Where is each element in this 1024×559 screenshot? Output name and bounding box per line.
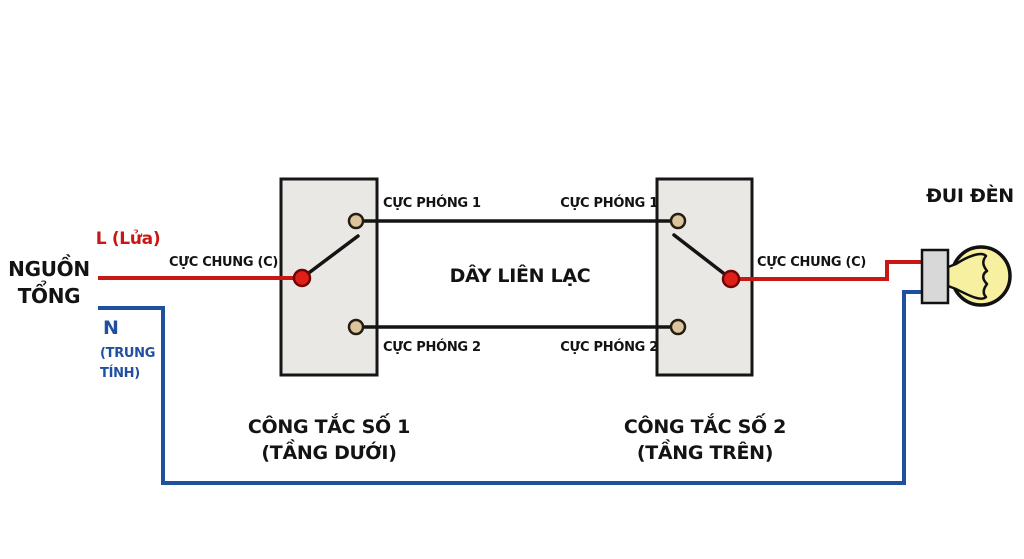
switch1-terminal1: [347, 212, 365, 230]
neutral-wire-label: N: [103, 317, 119, 339]
traveler-wires-label: DÂY LIÊN LẠC: [449, 265, 591, 287]
switch1-lever: [300, 234, 360, 280]
switch2-terminal1: [669, 212, 687, 230]
switch2-caption-line2: (TẦNG TRÊN): [636, 442, 774, 464]
neutral-note-line1: (TRUNG: [100, 346, 156, 361]
neutral-wire-note: (TRUNG TÍNH): [100, 344, 155, 384]
switch2-common-terminal: [721, 269, 741, 289]
switch2-caption-line1: CÔNG TẮC SỐ 2: [623, 416, 787, 438]
switch1-terminal2: [347, 318, 365, 336]
lamp-holder-label: ĐUI ĐÈN: [926, 185, 1014, 207]
switch1-terminal1-label: CỰC PHÓNG 1: [383, 196, 481, 211]
neutral-note-line2: TÍNH): [100, 366, 140, 381]
bulb-filament-funnel: [946, 252, 989, 300]
switch2-caption: CÔNG TẮC SỐ 2 (TẦNG TRÊN): [605, 414, 805, 466]
switch1-common-label: CỰC CHUNG (C): [168, 255, 278, 270]
lamp-socket: [920, 248, 950, 305]
switch2-common-label: CỰC CHUNG (C): [757, 255, 867, 270]
switch2-terminal2: [669, 318, 687, 336]
switch1-terminal2-label: CỰC PHÓNG 2: [383, 340, 481, 355]
switch1-caption: CÔNG TẮC SỐ 1 (TẦNG DƯỚI): [229, 414, 429, 466]
switch2-terminal2-label: CỰC PHÓNG 2: [560, 340, 658, 355]
neutral-wire: [98, 290, 922, 485]
main-source-line1: NGUỒN: [8, 257, 90, 281]
live-wire-lamp-segment: [731, 260, 922, 281]
main-source-line2: TỔNG: [17, 284, 81, 308]
switch1-caption-line1: CÔNG TẮC SỐ 1: [247, 416, 411, 438]
live-wire-label: L (Lửa): [95, 229, 161, 249]
switch2-lever: [672, 233, 733, 281]
switch1-common-terminal: [292, 268, 312, 288]
switch1-caption-line2: (TẦNG DƯỚI): [261, 442, 397, 464]
main-source-label: NGUỒN TỔNG: [0, 256, 98, 310]
switch2-terminal1-label: CỰC PHÓNG 1: [560, 196, 658, 211]
